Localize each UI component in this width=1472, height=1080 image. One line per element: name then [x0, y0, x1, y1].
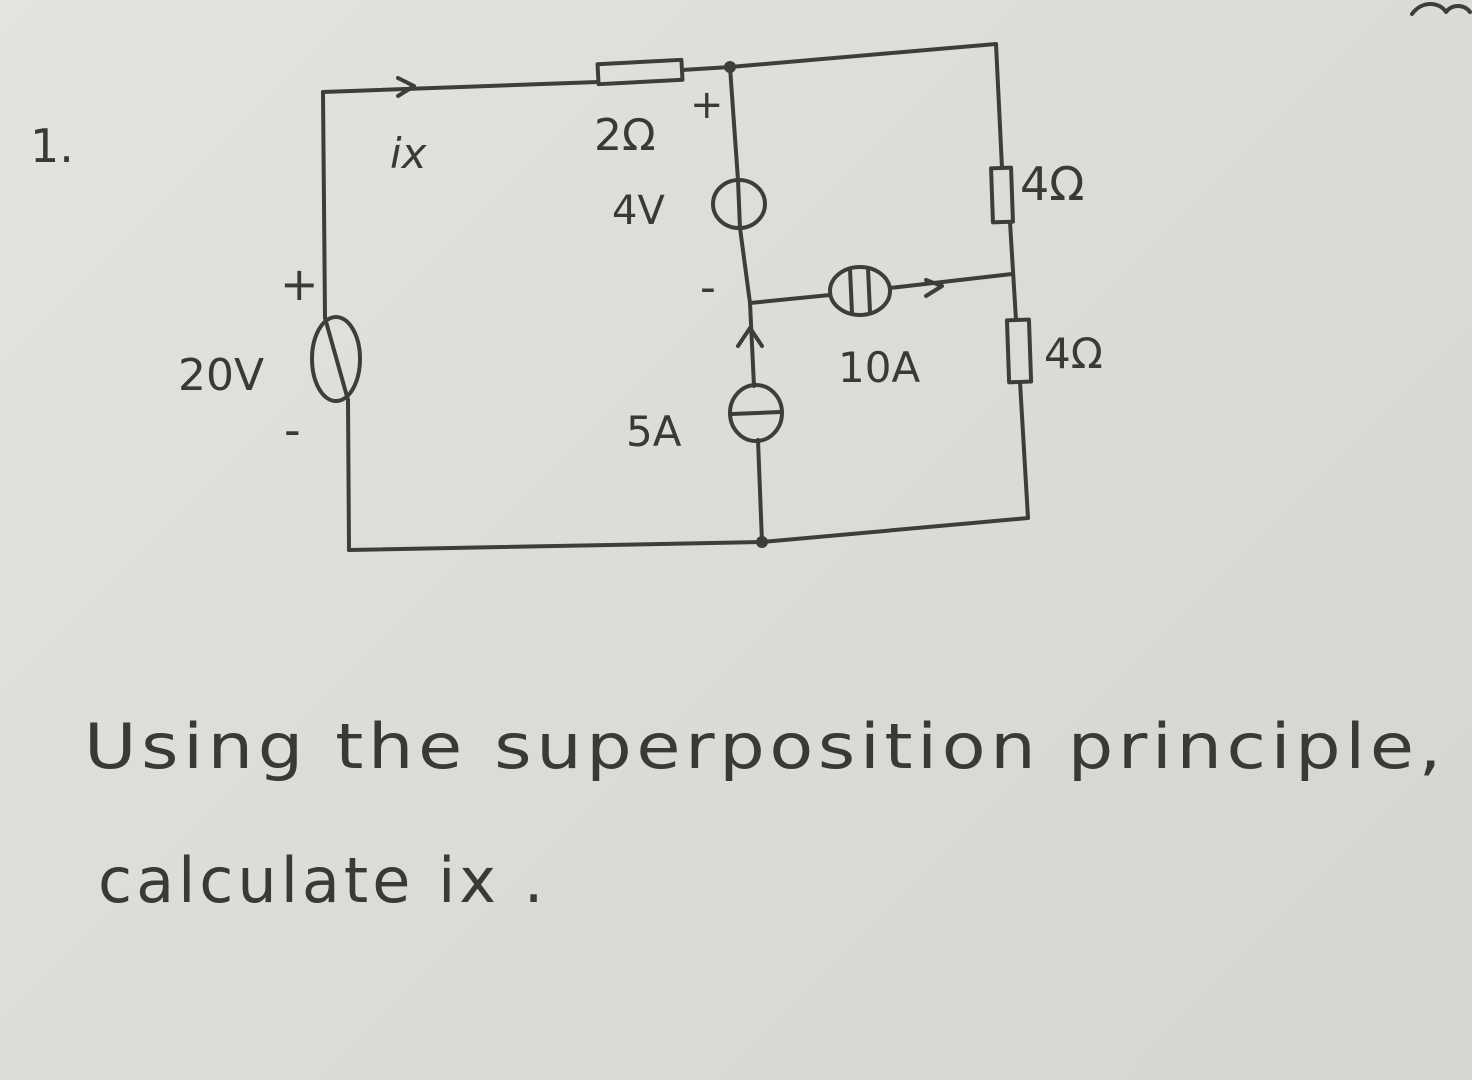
circuit-nodes: [724, 61, 768, 548]
problem-number: 1.: [30, 119, 74, 173]
resistor-2ohm: [595, 57, 685, 87]
current-source-10a: [828, 265, 892, 317]
wire-mid-center: [738, 226, 752, 305]
arrow-5a-icon: [736, 326, 764, 348]
wire-top-right: [728, 42, 998, 69]
label-ix: ix: [390, 129, 428, 178]
wire-left-lower: [346, 398, 351, 552]
wire-bottom: [347, 516, 1030, 552]
wire-h-right: [888, 272, 1014, 290]
label-20v-plus: +: [280, 257, 319, 311]
label-4v: 4V: [612, 188, 665, 234]
label-4v-minus: -: [700, 262, 716, 313]
label-10a: 10A: [838, 343, 920, 392]
resistor-4ohm-lower: [1004, 317, 1034, 385]
label-5a: 5A: [626, 407, 682, 456]
arrow-ix-icon: [396, 76, 416, 98]
question-line-1: Using the superposition principle,: [84, 710, 1446, 783]
voltage-source-4v: [711, 178, 767, 230]
label-20v: 20V: [178, 350, 264, 401]
circuit-wires: [321, 42, 1030, 552]
arrow-10a-icon: [924, 278, 944, 298]
wire-right-mid: [1008, 220, 1018, 322]
label-4ohm-upper: 4Ω: [1020, 157, 1084, 211]
node-top: [724, 61, 736, 73]
label-2ohm-plus: +: [690, 82, 724, 128]
question-line-2: calculate ix .: [98, 844, 547, 917]
resistor-4ohm-upper: [989, 165, 1015, 225]
wire-mid-top: [728, 65, 740, 182]
label-4ohm-lower: 4Ω: [1044, 329, 1103, 378]
node-bottom: [756, 536, 768, 548]
wire-top-left: [321, 80, 600, 94]
label-2ohm: 2Ω: [594, 110, 656, 161]
label-20v-minus: -: [284, 403, 301, 457]
wire-mid-lower: [748, 301, 756, 388]
wire-mid-bottom: [756, 438, 764, 544]
current-source-5a: [728, 383, 784, 443]
wire-right-upper: [994, 42, 1004, 170]
wire-h-left: [748, 293, 832, 305]
wire-top-mid: [680, 65, 732, 72]
wire-right-lower: [1018, 380, 1030, 520]
voltage-source-20v: [310, 315, 362, 403]
corner-scribble-icon: [1410, 2, 1472, 16]
wire-left-upper: [321, 90, 327, 320]
